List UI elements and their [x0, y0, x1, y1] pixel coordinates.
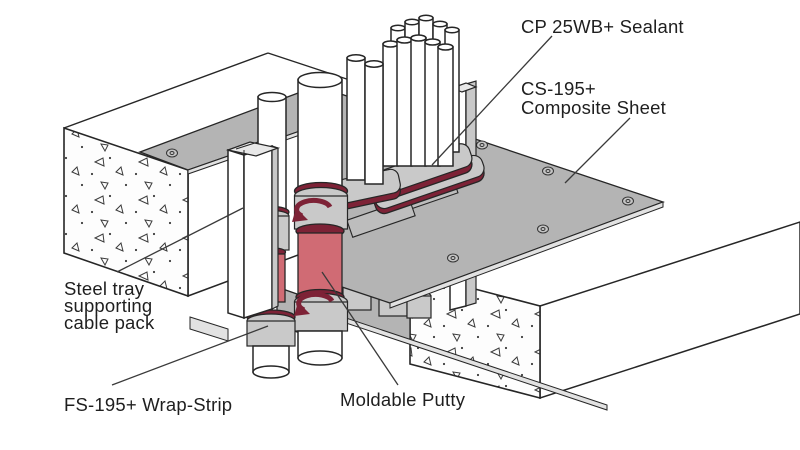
- composite-sheet-front-edge: [389, 201, 664, 309]
- screw-icon: [622, 196, 634, 206]
- cable-pair: [337, 54, 401, 210]
- tray-top-profile: [225, 141, 281, 157]
- label-putty: Moldable Putty: [340, 389, 466, 410]
- cable: [410, 34, 427, 167]
- screw-icon: [537, 224, 549, 234]
- wrap-arrow-icon: [294, 291, 335, 316]
- label-sealant: CP 25WB+ Sealant: [521, 16, 684, 37]
- cable-bundle: [382, 14, 460, 167]
- tray-flange-face: [227, 148, 245, 320]
- concrete-end-face-left: [63, 126, 189, 298]
- cable: [396, 36, 413, 167]
- screw-icon: [447, 253, 459, 263]
- leader-steel-tray: [116, 207, 244, 273]
- screw-icon: [476, 140, 488, 150]
- label-composite-sheet-line2: Composite Sheet: [521, 97, 666, 118]
- label-steel-tray-line1: Steel tray: [64, 278, 145, 299]
- leader-sealant: [431, 35, 553, 166]
- leader-composite-sheet: [564, 117, 631, 184]
- tray-flange-edge: [271, 145, 279, 310]
- wall-left-top-back-edge: [63, 52, 269, 129]
- screw-icon: [166, 148, 178, 158]
- wrap-arrow-icon: [292, 197, 333, 222]
- conduit-top: [297, 71, 343, 89]
- label-steel-tray-line2: supporting: [64, 295, 152, 316]
- conduit-upper: [297, 79, 343, 199]
- screws: [166, 140, 634, 263]
- label-wrap-strip: FS-195+ Wrap-Strip: [64, 394, 232, 415]
- leader-wrap-strip: [111, 325, 269, 386]
- cable: [346, 54, 366, 181]
- cable: [382, 40, 399, 167]
- label-composite-sheet-line1: CS-195+: [521, 78, 596, 99]
- leader-putty: [321, 271, 399, 386]
- tray-web-face: [243, 144, 273, 320]
- cable: [437, 43, 454, 167]
- screw-icon: [542, 166, 554, 176]
- wrap-strip-red: [297, 232, 343, 298]
- label-steel-tray-line3: cable pack: [64, 312, 155, 333]
- putty-collar-lower: [246, 320, 296, 347]
- cable: [364, 60, 384, 185]
- steel-tray-front-rail: [225, 141, 281, 320]
- conduit-bottom: [297, 350, 343, 366]
- composite-sheet-bottom-fragment: [189, 316, 229, 342]
